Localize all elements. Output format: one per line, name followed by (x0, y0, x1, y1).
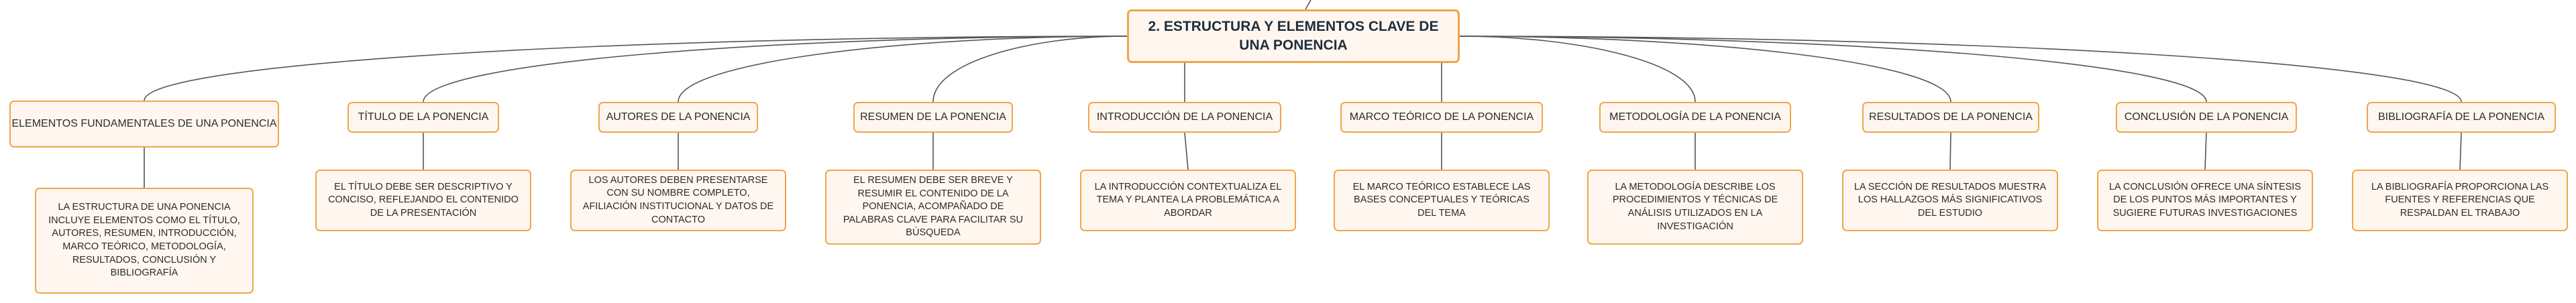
branch-title: RESUMEN DE LA PONENCIA (860, 111, 1006, 123)
root-to-branch-line (932, 36, 1128, 103)
leaf-text: LA CONCLUSIÓN OFRECE UNA SÍNTESIS DE LOS… (2108, 181, 2302, 219)
root-to-branch-line (678, 36, 1128, 103)
leaf-text: LA BIBLIOGRAFÍA PROPORCIONA LAS FUENTES … (2371, 181, 2549, 219)
branch-node-conclusion[interactable]: CONCLUSIÓN DE LA PONENCIA (2116, 102, 2297, 133)
root-to-branch-line (144, 36, 1128, 101)
branch-node-title[interactable]: TÍTULO DE LA PONENCIA (347, 102, 499, 133)
branch-to-leaf-line (2204, 132, 2207, 170)
branch-title: BIBLIOGRAFÍA DE LA PONENCIA (2377, 111, 2545, 123)
leaf-text: LOS AUTORES DEBEN PRESENTARSE CON SU NOM… (582, 174, 774, 225)
branch-to-leaf-line (2459, 132, 2462, 170)
branch-node-bibliography[interactable]: BIBLIOGRAFÍA DE LA PONENCIA (2367, 102, 2556, 133)
leaf-node-title[interactable]: EL TÍTULO DEBE SER DESCRIPTIVO Y CONCISO… (315, 170, 531, 231)
branch-title: ELEMENTOS FUNDAMENTALES DE UNA PONENCIA (11, 118, 277, 130)
leaf-node-theory[interactable]: EL MARCO TEÓRICO ESTABLECE LAS BASES CON… (1334, 170, 1550, 231)
leaf-node-conclusion[interactable]: LA CONCLUSIÓN OFRECE UNA SÍNTESIS DE LOS… (2097, 170, 2313, 231)
branch-node-introduction[interactable]: INTRODUCCIÓN DE LA PONENCIA (1088, 102, 1281, 133)
branch-title: AUTORES DE LA PONENCIA (606, 111, 751, 123)
leaf-text: LA SECCIÓN DE RESULTADOS MUESTRA LOS HAL… (1854, 181, 2047, 219)
root-title: 2. ESTRUCTURA Y ELEMENTOS CLAVE DE UNA P… (1148, 18, 1439, 53)
branch-title: TÍTULO DE LA PONENCIA (358, 111, 489, 123)
branch-to-leaf-line (1184, 132, 1189, 170)
leaf-node-methodology[interactable]: LA METODOLOGÍA DESCRIBE LOS PROCEDIMIENT… (1587, 170, 1803, 245)
root-to-branch-line (1459, 36, 1696, 103)
branch-to-leaf-line (1949, 132, 1951, 170)
root-to-branch-line (423, 36, 1128, 103)
leaf-node-bibliography[interactable]: LA BIBLIOGRAFÍA PROPORCIONA LAS FUENTES … (2352, 170, 2568, 231)
root-stub-line (1305, 0, 1311, 10)
branch-node-summary[interactable]: RESUMEN DE LA PONENCIA (853, 102, 1013, 133)
leaf-text: LA ESTRUCTURA DE UNA PONENCIA INCLUYE EL… (48, 202, 240, 279)
leaf-text: LA INTRODUCCIÓN CONTEXTUALIZA EL TEMA Y … (1094, 181, 1282, 219)
branch-title: RESULTADOS DE LA PONENCIA (1869, 111, 2033, 123)
root-to-branch-line (1459, 36, 2207, 103)
leaf-text: EL MARCO TEÓRICO ESTABLECE LAS BASES CON… (1352, 181, 1531, 219)
leaf-text: EL TÍTULO DEBE SER DESCRIPTIVO Y CONCISO… (328, 181, 519, 219)
branch-node-theory[interactable]: MARCO TEÓRICO DE LA PONENCIA (1340, 102, 1543, 133)
branch-node-methodology[interactable]: METODOLOGÍA DE LA PONENCIA (1599, 102, 1791, 133)
root-to-branch-line (1459, 36, 1951, 103)
branch-title: MARCO TEÓRICO DE LA PONENCIA (1349, 111, 1534, 123)
leaf-node-results[interactable]: LA SECCIÓN DE RESULTADOS MUESTRA LOS HAL… (1842, 170, 2058, 231)
leaf-node-summary[interactable]: EL RESUMEN DEBE SER BREVE Y RESUMIR EL C… (825, 170, 1041, 245)
root-to-branch-line (1459, 36, 2462, 103)
branch-title: CONCLUSIÓN DE LA PONENCIA (2124, 111, 2289, 123)
leaf-node-authors[interactable]: LOS AUTORES DEBEN PRESENTARSE CON SU NOM… (570, 170, 786, 231)
branch-node-authors[interactable]: AUTORES DE LA PONENCIA (598, 102, 758, 133)
branch-title: INTRODUCCIÓN DE LA PONENCIA (1096, 111, 1273, 123)
leaf-text: EL RESUMEN DEBE SER BREVE Y RESUMIR EL C… (843, 175, 1024, 239)
leaf-node-fundamentals[interactable]: LA ESTRUCTURA DE UNA PONENCIA INCLUYE EL… (35, 188, 254, 294)
branch-node-results[interactable]: RESULTADOS DE LA PONENCIA (1862, 102, 2039, 133)
branch-node-fundamentals[interactable]: ELEMENTOS FUNDAMENTALES DE UNA PONENCIA (9, 101, 279, 147)
root-node[interactable]: 2. ESTRUCTURA Y ELEMENTOS CLAVE DE UNA P… (1127, 9, 1460, 63)
leaf-text: LA METODOLOGÍA DESCRIBE LOS PROCEDIMIENT… (1612, 181, 1778, 232)
branch-title: METODOLOGÍA DE LA PONENCIA (1609, 111, 1781, 123)
leaf-node-introduction[interactable]: LA INTRODUCCIÓN CONTEXTUALIZA EL TEMA Y … (1080, 170, 1296, 231)
